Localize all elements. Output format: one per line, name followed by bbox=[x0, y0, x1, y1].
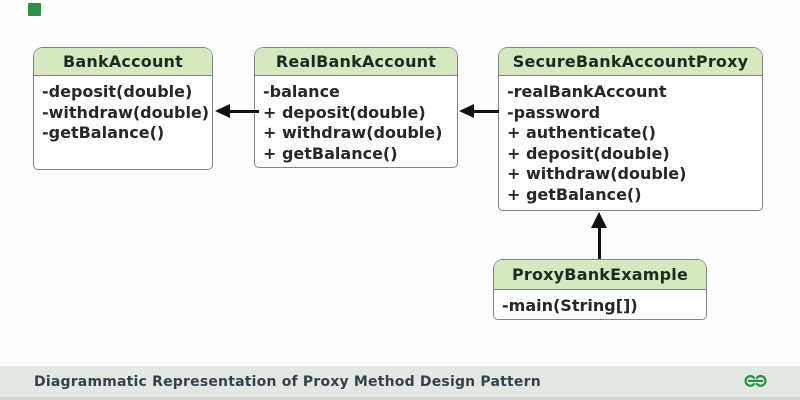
arrow-left-icon bbox=[215, 104, 230, 118]
class-member: + deposit(double) bbox=[263, 102, 426, 122]
geeksforgeeks-logo-icon bbox=[744, 374, 767, 387]
class-members-bankaccount: -deposit(double) -withdraw(double) -getB… bbox=[34, 76, 212, 144]
class-title-bankaccount: BankAccount bbox=[34, 48, 212, 76]
class-member: + withdraw(double) bbox=[507, 164, 687, 183]
class-member: -getBalance() bbox=[42, 123, 165, 142]
class-box-bankaccount: BankAccount -deposit(double) -withdraw(d… bbox=[33, 47, 213, 170]
arrow-proxy-to-realbank-shaft bbox=[473, 110, 499, 113]
green-square-mark bbox=[28, 3, 41, 16]
class-member: + deposit(double) bbox=[507, 143, 670, 163]
caption-text: Diagrammatic Representation of Proxy Met… bbox=[34, 373, 541, 390]
caption-bar: Diagrammatic Representation of Proxy Met… bbox=[0, 366, 800, 400]
class-member: + withdraw(double) bbox=[263, 123, 443, 142]
class-member: -password bbox=[507, 102, 601, 122]
class-title-securebankaccountproxy: SecureBankAccountProxy bbox=[499, 48, 762, 76]
class-members-securebankaccountproxy: -realBankAccount -password + authenticat… bbox=[499, 76, 762, 205]
class-member: + authenticate() bbox=[507, 123, 656, 142]
arrow-up-icon bbox=[591, 212, 607, 228]
class-member: -deposit(double) bbox=[42, 82, 193, 101]
class-member: -withdraw(double) bbox=[42, 102, 210, 122]
arrow-example-to-proxy-shaft bbox=[598, 227, 601, 259]
class-members-realbankaccount: -balance + deposit(double) + withdraw(do… bbox=[255, 76, 457, 164]
class-member: -realBankAccount bbox=[507, 82, 667, 101]
arrow-left-icon bbox=[459, 104, 474, 118]
arrow-realbank-to-bankaccount-shaft bbox=[229, 110, 259, 113]
class-box-realbankaccount: RealBankAccount -balance + deposit(doubl… bbox=[254, 47, 458, 168]
class-title-proxybankexample: ProxyBankExample bbox=[494, 260, 706, 290]
class-box-securebankaccountproxy: SecureBankAccountProxy -realBankAccount … bbox=[498, 47, 763, 211]
class-title-realbankaccount: RealBankAccount bbox=[255, 48, 457, 76]
class-member: -main(String[]) bbox=[502, 296, 638, 315]
class-box-proxybankexample: ProxyBankExample -main(String[]) bbox=[493, 259, 707, 320]
class-members-proxybankexample: -main(String[]) bbox=[494, 290, 706, 317]
class-member: + getBalance() bbox=[507, 184, 642, 204]
class-member: -balance bbox=[263, 82, 340, 101]
class-member: + getBalance() bbox=[263, 143, 398, 163]
